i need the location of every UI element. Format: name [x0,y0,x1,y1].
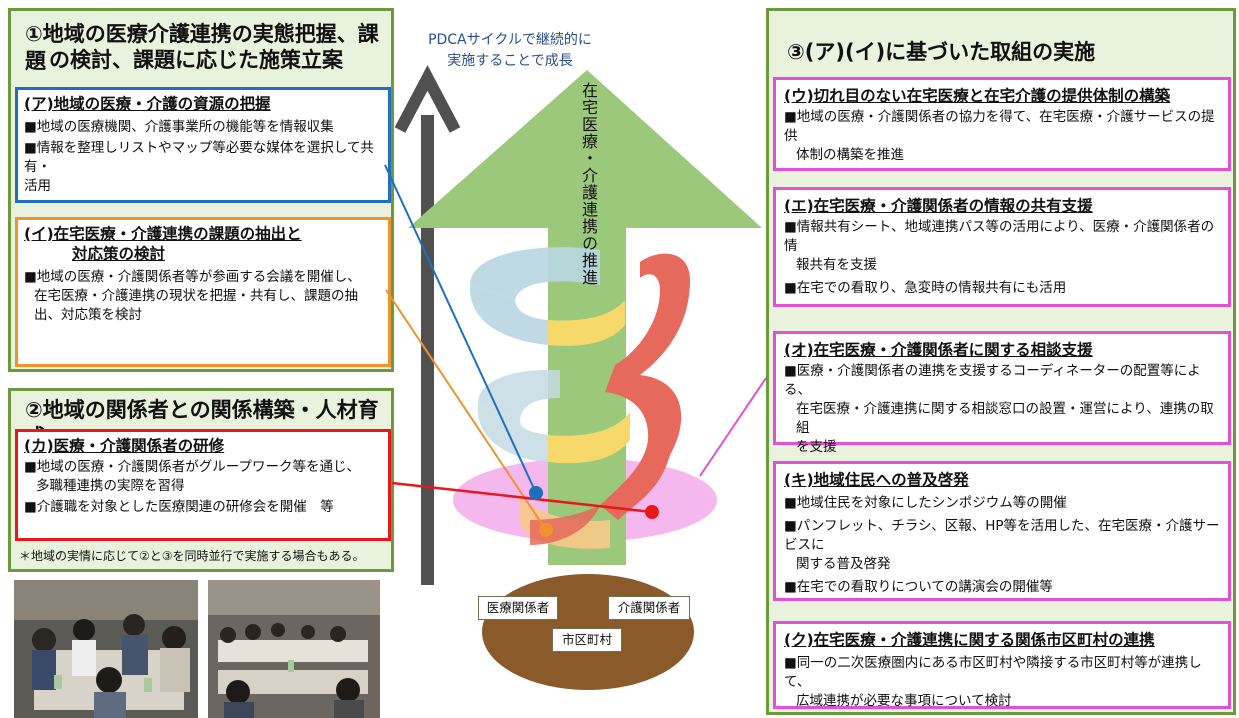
card-u-heading: (ウ)切れ目のない在宅医療と在宅介護の提供体制の構築 [784,87,1171,105]
ribbon-blue-top [470,247,600,300]
card-e-heading: (エ)在宅医療・介護関係者の情報の共有支援 [784,197,1093,215]
arrow-vertical-text: 在宅医療・介護連携の推進 [579,82,598,286]
ribbon-blue-top-2 [469,285,548,345]
card-ka-heading: (カ)医療・介護関係者の研修 [24,437,225,455]
label-care: 介護関係者 [608,596,690,620]
card-i-heading-line1: (イ)在宅医療・介護連携の課題の抽出と [24,225,302,243]
card-a-line: 活用 [24,178,51,194]
label-medical: 医療関係者 [478,596,558,620]
section1-title-line2: の検討、課題に応じた施策立案 [49,48,343,72]
section1-panel: ①地域の医療介護連携の実態把握、課題 の検討、課題に応じた施策立案 (ア)地域の… [8,8,394,372]
card-i-heading-line2: 対応策の検討 [72,245,166,263]
card-o-heading: (オ)在宅医療・介護関係者に関する相談支援 [784,341,1093,359]
card-i-issues: (イ)在宅医療・介護連携の課題の抽出と 対応策の検討 ■地域の医療・介護関係者等… [15,217,391,367]
photo-workshop-2 [208,580,380,718]
growth-arrow-shaft [421,115,434,585]
card-ku-municipal-coop: (ク)在宅医療・介護連携に関する関係市区町村の連携 ■同一の二次医療圏内にある市… [773,621,1231,709]
connector-red [391,481,653,514]
card-ku-line: 広域連携が必要な事項について検討 [796,693,1012,709]
card-a-line: ■地域の医療機関、介護事業所の機能等を情報収集 [24,119,334,135]
card-ki-public-awareness: (キ)地域住民への普及啓発 ■地域住民を対象にしたシンポジウム等の開催 ■パンフ… [773,461,1231,601]
card-a-line: ■情報を整理しリストやマップ等必要な媒体を選択して共有・ [24,140,374,175]
ribbon-blue-mid [477,369,560,420]
card-e-info-sharing: (エ)在宅医療・介護関係者の情報の共有支援 ■情報共有シート、地域連携パス等の活… [773,187,1231,307]
card-o-consultation: (オ)在宅医療・介護関係者に関する相談支援 ■医療・介護関係者の連携を支援するコ… [773,331,1231,455]
card-ki-line: ■地域住民を対象にしたシンポジウム等の開催 [784,495,1067,511]
card-i-line: 出、対応策を検討 [34,307,142,323]
card-e-line: 報共有を支援 [796,257,877,273]
growth-arrow-head [394,65,461,133]
dot-blue [529,486,543,500]
section1-title-line1: ①地域の医療介護連携の実態把握、課題 [25,22,379,73]
card-ki-line: ■パンフレット、チラシ、区報、HP等を活用した、在宅医療・介護サービスに [784,518,1220,553]
card-ki-heading: (キ)地域住民への普及啓発 [784,471,969,489]
card-o-line: 在宅医療・介護連携に関する相談窓口の設置・運営により、連携の取組 [796,401,1214,436]
pdca-caption-line1: PDCAサイクルで継続的に [428,32,592,48]
card-o-line: を支援 [796,439,837,455]
green-arrow-head [408,70,762,228]
card-ku-heading: (ク)在宅医療・介護連携に関する関係市区町村の連携 [784,631,1155,649]
ribbon-red [600,253,690,520]
card-i-line: 在宅医療・介護連携の現状を把握・共有し、課題の抽 [34,288,358,304]
card-ka-line: ■介護職を対象とした医療関連の研修会を開催 等 [24,499,334,515]
card-ki-line: 関する普及啓発 [796,556,891,572]
photo-workshop-1 [14,580,198,718]
connector-blue [384,164,537,494]
card-ka-line: ■地域の医療・介護関係者がグループワーク等を通じ、 [24,459,360,475]
ribbon-blue-mid-2 [477,405,548,462]
card-ka-line: 多職種連携の実際を習得 [36,478,185,494]
card-ka-training: (カ)医療・介護関係者の研修 ■地域の医療・介護関係者がグループワーク等を通じ、… [15,429,391,541]
section3-panel: ③(ア)(イ)に基づいた取組の実施 (ウ)切れ目のない在宅医療と在宅介護の提供体… [766,8,1236,715]
dot-orange [539,523,553,537]
card-i-line: ■地域の医療・介護関係者等が参画する会議を開催し、 [24,269,361,285]
connector-magenta [699,377,767,477]
card-e-line: ■在宅での看取り、急変時の情報共有にも活用 [784,280,1067,296]
card-ku-line: ■同一の二次医療圏内にある市区町村や隣接する市区町村等が連携して、 [784,655,1202,690]
card-a-resources: (ア)地域の医療・介護の資源の把握 ■地域の医療機関、介護事業所の機能等を情報収… [15,87,391,203]
pdca-caption: PDCAサイクルで継続的に 実施することで成長 [405,30,615,72]
card-u-line: ■地域の医療・介護関係者の協力を得て、在宅医療・介護サービスの提供 [784,109,1215,144]
ribbon-yellow-mid [548,412,630,464]
dot-red [645,505,659,519]
section2-panel: ②地域の関係者との関係構築・人材育成 (カ)医療・介護関係者の研修 ■地域の医療… [8,388,394,572]
label-city: 市区町村 [552,628,622,652]
connector-orange [385,289,547,531]
card-u-line: 体制の構築を推進 [796,147,904,163]
card-a-heading: (ア)地域の医療・介護の資源の把握 [24,95,271,113]
card-u-system: (ウ)切れ目のない在宅医療と在宅介護の提供体制の構築 ■地域の医療・介護関係者の… [773,77,1231,171]
section3-title: ③(ア)(イ)に基づいた取組の実施 [787,40,1096,64]
ribbon-yellow-top [548,300,625,346]
pdca-caption-line2: 実施することで成長 [447,53,573,69]
card-e-line: ■情報共有シート、地域連携パス等の活用により、医療・介護関係者の情 [784,219,1215,254]
card-ki-line: ■在宅での看取りについての講演会の開催等 [784,579,1053,595]
card-o-line: ■医療・介護関係者の連携を支援するコーディネーターの配置等による、 [784,363,1201,398]
footnote: ＊地域の実情に応じて②と③を同時並行で実施する場合もある。 [19,549,365,563]
